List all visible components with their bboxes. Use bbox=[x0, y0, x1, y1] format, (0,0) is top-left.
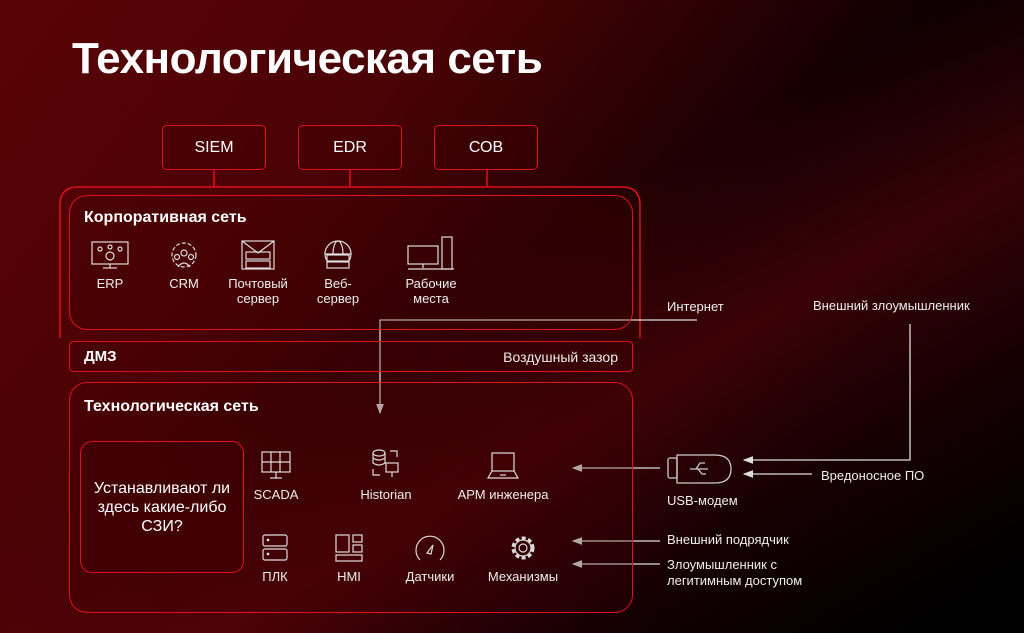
corporate-network-panel: Корпоративная сеть ERP CRM Почтовый серв… bbox=[69, 195, 633, 330]
scada-item: SCADA bbox=[248, 451, 304, 502]
mechanisms-label: Механизмы bbox=[487, 569, 559, 584]
historian-icon bbox=[372, 449, 399, 477]
historian-item: Historian bbox=[351, 449, 421, 502]
attacker-arrow bbox=[742, 324, 911, 464]
hmi-item: HMI bbox=[324, 533, 374, 584]
gear-icon bbox=[511, 536, 535, 560]
plc-item: ПЛК bbox=[250, 533, 300, 584]
sensors-item: Датчики bbox=[395, 533, 465, 584]
tool-sov: СОВ bbox=[434, 125, 538, 170]
plc-label: ПЛК bbox=[262, 569, 288, 584]
dmz-panel: ДМЗ Воздушный зазор bbox=[69, 341, 633, 372]
engineer-workstation-item: АРМ инженера bbox=[450, 451, 556, 502]
crm-item: CRM bbox=[154, 240, 214, 291]
hmi-label: HMI bbox=[337, 569, 361, 584]
erp-item: ERP bbox=[80, 240, 140, 291]
laptop-icon bbox=[486, 452, 520, 479]
air-gap-label: Воздушный зазор bbox=[503, 349, 618, 365]
workstation-label: Рабочие места bbox=[405, 276, 457, 306]
internet-label: Интернет bbox=[667, 299, 724, 314]
insider-label: Злоумышленник с легитимным доступом bbox=[667, 557, 803, 588]
tech-network-panel: Технологическая сеть Устанавливают ли зд… bbox=[69, 382, 633, 613]
usb-modem-label: USB-модем bbox=[667, 493, 738, 508]
mechanisms-item: Механизмы bbox=[478, 533, 568, 584]
corporate-title: Корпоративная сеть bbox=[84, 209, 247, 226]
erp-label: ERP bbox=[96, 276, 124, 291]
web-server-item: Веб-сервер bbox=[308, 240, 368, 306]
tool-siem: SIEM bbox=[162, 125, 266, 170]
mail-server-icon bbox=[241, 240, 275, 270]
mail-server-item: Почтовый сервер bbox=[223, 240, 293, 306]
workstation-icon bbox=[407, 236, 454, 270]
external-attacker-label: Внешний злоумышленник bbox=[813, 298, 970, 313]
usb-icon bbox=[667, 454, 732, 484]
web-server-icon bbox=[324, 240, 352, 269]
security-question-box: Устанавливают ли здесь какие-либо СЗИ? bbox=[80, 441, 244, 573]
contractor-label: Внешний подрядчик bbox=[667, 532, 789, 547]
erp-icon bbox=[91, 241, 129, 269]
dmz-title: ДМЗ bbox=[84, 348, 117, 365]
mail-server-label: Почтовый сервер bbox=[228, 276, 288, 306]
engineer-workstation-label: АРМ инженера bbox=[457, 487, 549, 502]
page-title: Технологическая сеть bbox=[72, 34, 543, 83]
tool-edr: EDR bbox=[298, 125, 402, 170]
crm-label: CRM bbox=[169, 276, 199, 291]
scada-label: SCADA bbox=[253, 487, 299, 502]
sensors-label: Датчики bbox=[405, 569, 455, 584]
historian-label: Historian bbox=[360, 487, 412, 502]
workstation-item: Рабочие места bbox=[393, 236, 469, 306]
crm-icon bbox=[171, 242, 197, 268]
web-server-label: Веб-сервер bbox=[316, 276, 360, 306]
scada-icon bbox=[261, 451, 291, 479]
hmi-icon bbox=[335, 534, 363, 562]
plc-icon bbox=[262, 534, 288, 561]
gauge-icon bbox=[415, 535, 445, 561]
tech-title: Технологическая сеть bbox=[84, 398, 259, 415]
malware-label: Вредоносное ПО bbox=[821, 468, 925, 483]
